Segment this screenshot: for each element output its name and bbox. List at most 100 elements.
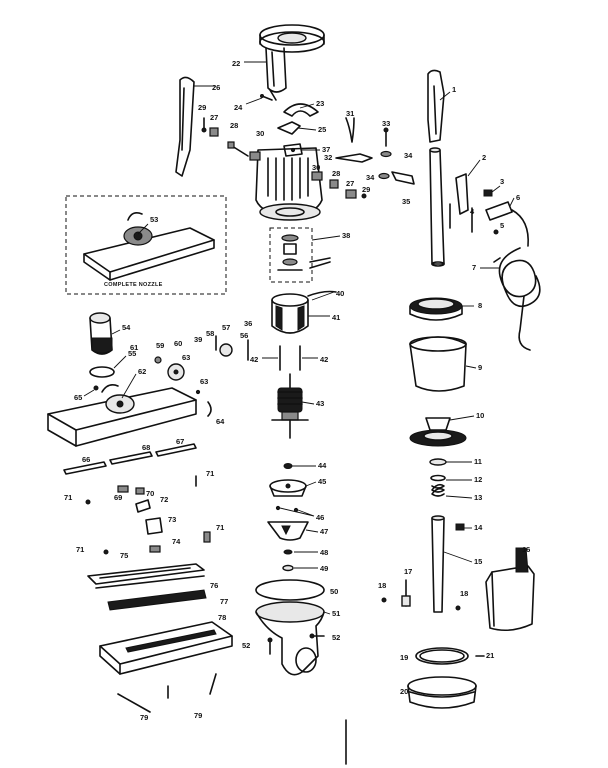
- part-17-18-small-parts: [381, 579, 461, 611]
- part-55-ring: [89, 366, 115, 378]
- label-32: 32: [324, 153, 332, 162]
- label-60: 60: [174, 339, 182, 348]
- part-20-cover: [407, 676, 477, 709]
- part-8-filter-ring: [409, 297, 463, 321]
- part-7-power-cord: [493, 247, 541, 351]
- label-29-left: 29: [198, 103, 206, 112]
- label-71-b: 71: [64, 493, 72, 502]
- inset-complete-nozzle: [65, 195, 227, 295]
- label-44: 44: [318, 461, 327, 470]
- part-32-lever: [335, 153, 373, 163]
- part-45-fan-plate: [269, 479, 307, 497]
- part-labels: 1 2 3 4 5 6 7 8 9 10 11 12 13 14 15 16 1…: [64, 59, 530, 722]
- label-67: 67: [176, 437, 184, 446]
- label-52-right: 52: [332, 633, 340, 642]
- label-76: 76: [210, 581, 218, 590]
- label-70: 70: [146, 489, 154, 498]
- label-42-left: 42: [250, 355, 258, 364]
- label-19: 19: [400, 653, 408, 662]
- part-38-brush-assembly: [269, 227, 331, 283]
- label-37: 37: [322, 145, 330, 154]
- label-10: 10: [476, 411, 484, 420]
- part-31-pivot-arm: [345, 117, 355, 143]
- part-79-wheels: [117, 673, 217, 713]
- part-16-dirt-cup: [485, 547, 535, 632]
- label-74: 74: [172, 537, 181, 546]
- part-54-hose-connector: [89, 312, 113, 355]
- label-17: 17: [404, 567, 412, 576]
- label-55: 55: [128, 349, 136, 358]
- part-50-gasket: [255, 579, 325, 601]
- label-63-right: 63: [200, 377, 208, 386]
- label-77: 77: [220, 597, 228, 606]
- part-74-75-76-agitator-bar: [87, 545, 205, 589]
- label-45: 45: [318, 477, 326, 486]
- part-29-27-screws-left: [201, 117, 249, 157]
- label-13: 13: [474, 493, 482, 502]
- part-43-armature: [271, 373, 309, 439]
- part-9-filter-bag: [409, 336, 467, 392]
- label-31: 31: [346, 109, 354, 118]
- part-1-handle-grip: [427, 69, 445, 143]
- label-69: 69: [114, 493, 122, 502]
- part-4-5-6-cord-connector: [483, 189, 529, 247]
- part-40-41-field-coil: [271, 290, 337, 334]
- label-49: 49: [320, 564, 328, 573]
- label-35: 35: [402, 197, 410, 206]
- part-26-handle-bracket: [175, 76, 195, 177]
- label-59: 59: [156, 341, 164, 350]
- label-71-d: 71: [76, 545, 84, 554]
- label-78: 78: [218, 613, 226, 622]
- part-12-13-spring: [430, 474, 446, 497]
- part-51-fan-housing: [255, 601, 325, 676]
- part-33-34-screw-washer: [378, 127, 392, 180]
- label-75: 75: [120, 551, 128, 560]
- label-14: 14: [474, 523, 483, 532]
- part-66-67-68-brush-strips: [63, 443, 197, 475]
- label-57: 57: [222, 323, 230, 332]
- label-3: 3: [500, 177, 504, 186]
- label-28-right: 28: [332, 169, 340, 178]
- label-4: 4: [470, 207, 475, 216]
- part-24-pins: [260, 89, 277, 101]
- part-52-screws: [267, 633, 325, 655]
- label-47: 47: [320, 527, 328, 536]
- label-50: 50: [330, 587, 338, 596]
- label-73: 73: [168, 515, 176, 524]
- label-2: 2: [482, 153, 486, 162]
- label-46: 46: [316, 513, 324, 522]
- label-34-top: 34: [404, 151, 413, 160]
- part-73-cover: [145, 517, 163, 535]
- label-40: 40: [336, 289, 344, 298]
- label-58: 58: [206, 329, 214, 338]
- part-2-handle-tube: [429, 147, 445, 267]
- label-6: 6: [516, 193, 520, 202]
- label-61: 61: [130, 343, 138, 352]
- label-43: 43: [316, 399, 324, 408]
- label-34-bottom: 34: [366, 173, 375, 182]
- part-28-30-27-29-screws-right: [311, 171, 367, 199]
- part-37-motor-housing: [249, 143, 323, 221]
- part-69-70-72-clips: [85, 485, 151, 513]
- label-79-right: 79: [194, 711, 202, 720]
- part-77-brush-roll: [107, 589, 207, 611]
- label-26: 26: [212, 83, 220, 92]
- label-18-right: 18: [460, 589, 468, 598]
- label-18-left: 18: [378, 581, 386, 590]
- label-42-right: 42: [320, 355, 328, 364]
- label-16: 16: [522, 545, 530, 554]
- label-62: 62: [138, 367, 146, 376]
- part-11-ring: [429, 458, 447, 466]
- label-12: 12: [474, 475, 482, 484]
- label-72: 72: [160, 495, 168, 504]
- label-27-left: 27: [210, 113, 218, 122]
- label-9: 9: [478, 363, 482, 372]
- part-35-latch: [391, 171, 415, 185]
- label-8: 8: [478, 301, 482, 310]
- label-52-left: 52: [242, 641, 250, 650]
- label-38: 38: [342, 231, 350, 240]
- part-10-diffuser: [409, 417, 467, 447]
- part-48-49-washers: [282, 549, 294, 572]
- label-79-left: 79: [140, 713, 148, 722]
